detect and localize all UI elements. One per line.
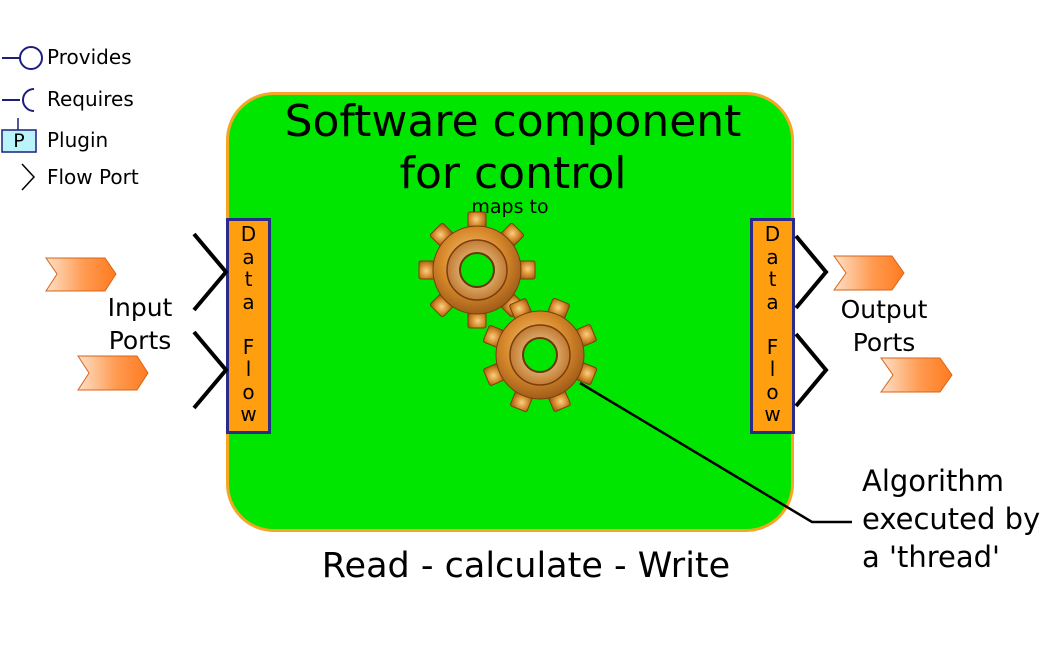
flow-port-chevron-left-1 xyxy=(192,232,229,312)
read-calculate-write-caption: Read - calculate - Write xyxy=(321,546,731,586)
output-port-arrow-2 xyxy=(880,357,953,393)
data-flow-left-text: D a t a F l o w xyxy=(240,222,257,426)
input-port-arrow-1 xyxy=(45,257,117,292)
algorithm-line1: Algorithm xyxy=(862,464,1005,498)
data-flow-right-text: D a t a F l o w xyxy=(764,222,781,426)
plugin-box-label: P xyxy=(13,130,25,152)
requires-icon xyxy=(2,88,35,112)
algorithm-line2: executed by xyxy=(862,502,1041,536)
maps-to-label: maps to xyxy=(471,196,549,218)
output-ports-label-line2: Ports xyxy=(852,328,916,357)
algorithm-line3: a 'thread' xyxy=(862,540,1000,574)
gear-icon xyxy=(418,211,536,329)
flow-port-chevron-right-2 xyxy=(794,332,829,408)
flow-port-chevron-right-1 xyxy=(794,234,829,310)
flow-port-icon xyxy=(21,163,36,191)
legend-flow-port-label: Flow Port xyxy=(47,165,139,189)
output-ports-label: Output Ports xyxy=(832,293,936,359)
input-port-arrow-2 xyxy=(77,355,149,391)
data-flow-bar-right: D a t a F l o w xyxy=(750,218,795,434)
algorithm-annotation: Algorithm executed by a 'thread' xyxy=(862,462,1040,576)
algorithm-connector-line xyxy=(579,381,852,524)
legend-requires-label: Requires xyxy=(47,87,134,111)
gear-icon xyxy=(482,297,598,413)
component-title: Software component for control xyxy=(226,96,800,200)
data-flow-bar-left: D a t a F l o w xyxy=(226,218,271,434)
legend-provides-label: Provides xyxy=(47,45,132,69)
component-title-line2: for control xyxy=(399,148,627,199)
flow-port-chevron-left-2 xyxy=(192,330,229,410)
input-ports-label: Input Ports xyxy=(100,291,180,357)
output-ports-label-line1: Output xyxy=(840,295,928,324)
component-title-line1: Software component xyxy=(284,96,742,147)
provides-icon xyxy=(2,46,43,70)
input-ports-label-line1: Input xyxy=(107,293,173,322)
input-ports-label-line2: Ports xyxy=(108,326,172,355)
legend-plugin-label: Plugin xyxy=(47,128,109,152)
plugin-icon xyxy=(1,118,37,153)
output-port-arrow-1 xyxy=(833,255,905,291)
